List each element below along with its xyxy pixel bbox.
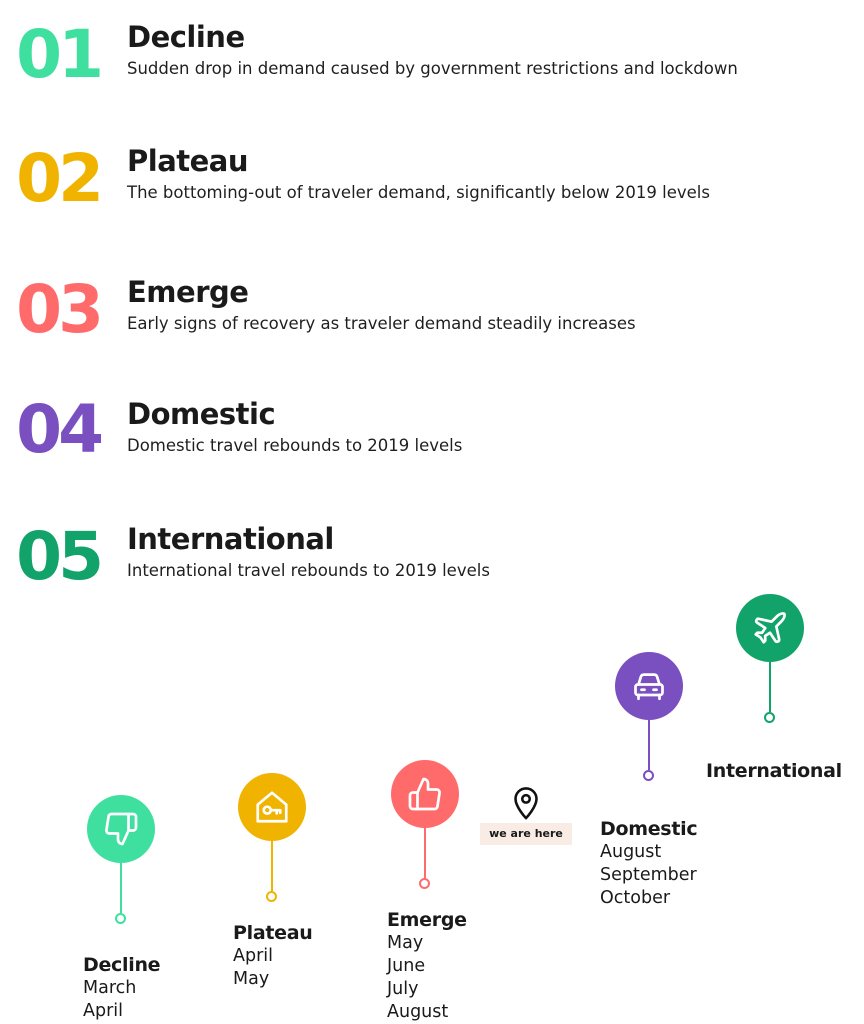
timeline-month: June	[387, 956, 426, 976]
location-pin-icon	[514, 787, 538, 820]
timeline-month: May	[387, 933, 424, 953]
phase-02: 02 Plateau The bottoming-out of traveler…	[0, 144, 864, 234]
phase-number: 02	[16, 140, 104, 217]
timeline-month: July	[387, 979, 419, 999]
timeline-month: May	[233, 969, 270, 989]
phase-description: International travel rebounds to 2019 le…	[127, 561, 490, 580]
timeline-label-domestic: Domestic August September October	[600, 818, 698, 910]
timeline-title: Decline	[83, 954, 161, 976]
timeline-title: International	[706, 760, 842, 782]
car-icon	[634, 673, 664, 701]
we-are-here-badge: we are here	[480, 823, 572, 845]
timeline-month: April	[233, 946, 273, 966]
timeline-label-decline: Decline March April	[83, 954, 161, 1023]
timeline-label-plateau: Plateau April May	[233, 922, 313, 991]
phase-05: 05 International International travel re…	[0, 522, 864, 612]
pin-stem	[424, 828, 426, 878]
phase-description: The bottoming-out of traveler demand, si…	[127, 183, 710, 202]
phase-title: Decline	[127, 20, 245, 54]
phase-number: 05	[16, 518, 104, 595]
phase-01: 01 Decline Sudden drop in demand caused …	[0, 20, 864, 110]
timeline-label-international: International	[706, 760, 842, 783]
timeline-month: August	[600, 842, 662, 862]
pin-circle	[238, 773, 306, 841]
pin-circle	[87, 795, 155, 863]
pin-dot	[419, 878, 430, 889]
pin-circle	[391, 760, 459, 828]
phase-number: 01	[16, 16, 104, 93]
house-key-icon	[256, 791, 288, 823]
timeline-month: April	[83, 1001, 123, 1021]
phase-description: Sudden drop in demand caused by governme…	[127, 59, 738, 78]
pin-circle	[736, 594, 804, 662]
pin-stem	[769, 662, 771, 712]
phase-number: 03	[16, 271, 104, 348]
timeline-label-emerge: Emerge May June July August	[387, 909, 467, 1024]
phase-description: Domestic travel rebounds to 2019 levels	[127, 436, 463, 455]
phase-title: Plateau	[127, 144, 249, 178]
timeline-title: Emerge	[387, 909, 467, 931]
timeline-month: October	[600, 888, 671, 908]
timeline-month: August	[387, 1002, 449, 1022]
pin-stem	[648, 720, 650, 770]
phase-number: 04	[16, 391, 104, 468]
timeline-month: September	[600, 865, 697, 885]
pin-circle	[615, 652, 683, 720]
pin-dot	[115, 913, 126, 924]
timeline-title: Domestic	[600, 818, 698, 840]
thumbs-down-icon	[105, 812, 138, 846]
timeline-month: March	[83, 978, 137, 998]
pin-dot	[764, 712, 775, 723]
airplane-icon	[754, 612, 786, 644]
pin-dot	[643, 770, 654, 781]
phase-title: International	[127, 522, 334, 556]
pin-dot	[266, 891, 277, 902]
timeline-title: Plateau	[233, 922, 313, 944]
phase-title: Domestic	[127, 397, 276, 431]
phase-title: Emerge	[127, 275, 249, 309]
phase-04: 04 Domestic Domestic travel rebounds to …	[0, 397, 864, 487]
pin-stem	[271, 841, 273, 891]
phase-03: 03 Emerge Early signs of recovery as tra…	[0, 275, 864, 365]
thumbs-up-icon	[408, 777, 441, 811]
pin-stem	[120, 863, 122, 913]
phase-description: Early signs of recovery as traveler dema…	[127, 314, 636, 333]
